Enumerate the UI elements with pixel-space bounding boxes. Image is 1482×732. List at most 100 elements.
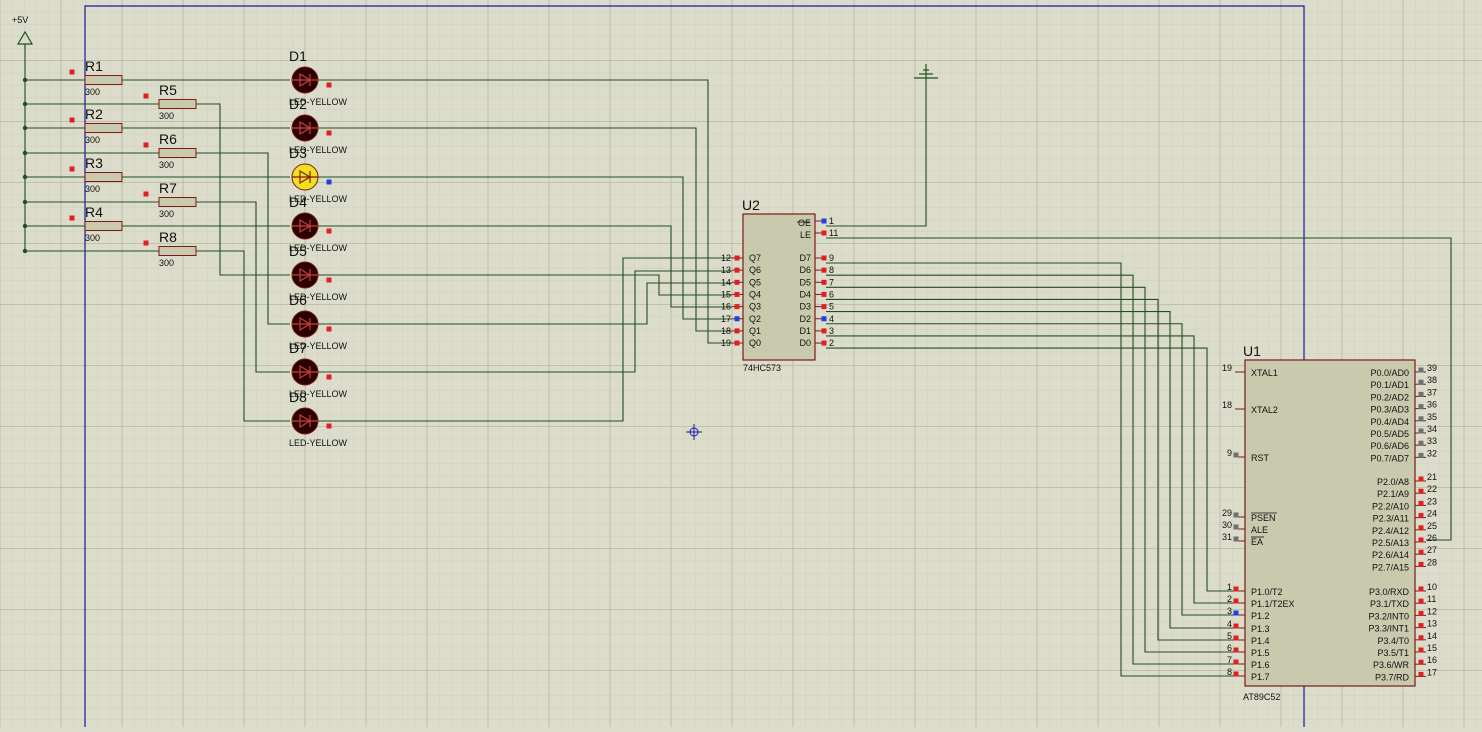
u1-pin-name: P1.0/T2	[1251, 587, 1283, 597]
u1-pin-name: EA	[1251, 537, 1263, 547]
wire	[826, 274, 1235, 665]
u1-pin-number: 4	[1227, 619, 1232, 629]
u1-pin-name: RST	[1251, 453, 1270, 463]
u1-pin-number: 23	[1427, 496, 1437, 506]
resistor-pin-marker	[143, 191, 149, 197]
resistor-body	[158, 246, 197, 256]
u1-pin-marker	[1418, 440, 1424, 446]
junction-dot	[22, 174, 28, 180]
wire	[826, 347, 1235, 592]
u2-pin-marker	[821, 291, 827, 297]
u1-body	[1244, 359, 1416, 687]
power-terminal-icon	[16, 30, 34, 48]
u1-pin-name: P0.6/AD6	[1370, 441, 1409, 451]
ground-terminal-icon	[914, 64, 938, 79]
resistor-body	[158, 148, 197, 158]
led-ref: D5	[289, 243, 307, 259]
u2-part: 74HC573	[743, 363, 781, 373]
u1-pin-marker	[1418, 428, 1424, 434]
u2-pin-name: Q5	[749, 277, 761, 287]
u2-pin-name: Q4	[749, 289, 761, 299]
u2-pin-number: 2	[829, 338, 834, 348]
u1-pin-number: 21	[1427, 472, 1437, 482]
wire	[826, 237, 1452, 541]
u1-pin-marker	[1418, 404, 1424, 410]
wire	[318, 274, 732, 296]
u1-pin-number: 28	[1427, 557, 1437, 567]
resistor-value: 300	[159, 160, 174, 170]
u1-pin-name: P3.0/RXD	[1369, 587, 1410, 597]
led-pin-marker	[326, 374, 332, 380]
resistor-ref: R5	[159, 82, 177, 98]
u1-pin-name: P0.7/AD7	[1370, 453, 1409, 463]
wire	[196, 201, 290, 373]
u1-pin-marker	[1418, 488, 1424, 494]
u1-pin-number: 35	[1427, 412, 1437, 422]
u1-pin-name: P1.7	[1251, 672, 1270, 682]
led-pin-marker	[326, 130, 332, 136]
u1-pin-number: 12	[1427, 606, 1437, 616]
u1-pin-name: P3.1/TXD	[1370, 599, 1410, 609]
u1-pin-name: P1.5	[1251, 648, 1270, 658]
u2-pin-number: 1	[829, 216, 834, 226]
u1-pin-number: 31	[1222, 532, 1232, 542]
resistor-pin-marker	[143, 142, 149, 148]
u1-pin-marker	[1418, 561, 1424, 567]
resistor-ref: R8	[159, 229, 177, 245]
u2-pin-number: 17	[721, 314, 731, 324]
u1-pin-number: 15	[1427, 643, 1437, 653]
u1-pin-number: 3	[1227, 606, 1232, 616]
u2-ref: U2	[742, 197, 760, 213]
u2-pin-name: D6	[799, 265, 811, 275]
led-pin-marker	[326, 326, 332, 332]
u2-pin-name: D1	[799, 326, 811, 336]
junction-dots	[22, 77, 28, 254]
resistor-body	[158, 99, 197, 109]
u1-pin-name: PSEN	[1251, 513, 1276, 523]
ground-terminal[interactable]	[914, 64, 938, 79]
led-part: LED-YELLOW	[289, 341, 348, 351]
u1-pin-marker	[1418, 635, 1424, 641]
u2-pin-marker	[734, 255, 740, 261]
u1-pin-number: 9	[1227, 448, 1232, 458]
u1-pin-marker	[1233, 598, 1239, 604]
u1-pin-marker	[1418, 610, 1424, 616]
u2-pin-name: D4	[799, 289, 811, 299]
u2-pin-marker	[734, 304, 740, 310]
u1-pin-number: 6	[1227, 643, 1232, 653]
wire	[318, 176, 732, 320]
u1-pin-number: 7	[1227, 655, 1232, 665]
u1-pin-number: 1	[1227, 582, 1232, 592]
u2-pin-number: 7	[829, 277, 834, 287]
wire	[826, 323, 1235, 616]
u1-pin-name: XTAL2	[1251, 405, 1278, 415]
u1-pin-number: 19	[1222, 363, 1232, 373]
led-diode-icon	[292, 72, 318, 88]
u2-pin-marker	[734, 279, 740, 285]
u1-pin-name: P3.6/WR	[1373, 660, 1410, 670]
power-label: +5V	[12, 15, 28, 25]
led-ref: D4	[289, 194, 307, 210]
u1-pin-number: 14	[1427, 631, 1437, 641]
power-terminal[interactable]: +5V	[12, 15, 34, 48]
